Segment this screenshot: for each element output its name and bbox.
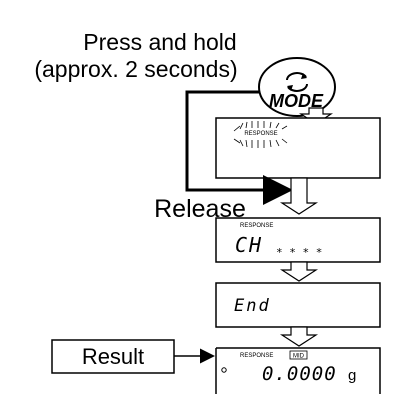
display-2-indicator: RESPONSE [240, 223, 273, 229]
display-3-main: End [234, 296, 271, 316]
stable-mark-icon [221, 367, 227, 373]
display-4-main: 0.0000 [262, 363, 337, 385]
mode-button-label: MODE [269, 91, 324, 111]
cycle-arrows-icon [286, 72, 308, 92]
display-end: End [215, 282, 381, 328]
display-result: RESPONSE MID 0.0000 g [215, 347, 381, 394]
flashing-rays-icon [233, 121, 288, 148]
display-2-main: CH [235, 233, 263, 257]
display-4-indicator: RESPONSE [240, 353, 273, 359]
display-2-sub: * * * * [276, 246, 322, 259]
display-ch: RESPONSE CH * * * * [215, 217, 381, 263]
display-1-indicator: RESPONSE [244, 131, 277, 137]
instruction-line-2: (approx. 2 seconds) [34, 56, 237, 82]
mode-button[interactable]: MODE [258, 57, 336, 117]
mid-badge [289, 350, 308, 360]
flow-arrow [279, 261, 319, 282]
result-callout: Result [51, 339, 215, 374]
flow-arrow [279, 177, 319, 215]
mid-badge-label: MID [293, 354, 305, 360]
instruction-line-1: Press and hold [83, 29, 236, 55]
display-4-unit: g [348, 367, 356, 384]
release-path-arrow [185, 90, 293, 205]
flow-arrow [279, 326, 319, 347]
display-flashing-response: RESPONSE [215, 117, 381, 179]
result-label: Result [82, 344, 144, 369]
